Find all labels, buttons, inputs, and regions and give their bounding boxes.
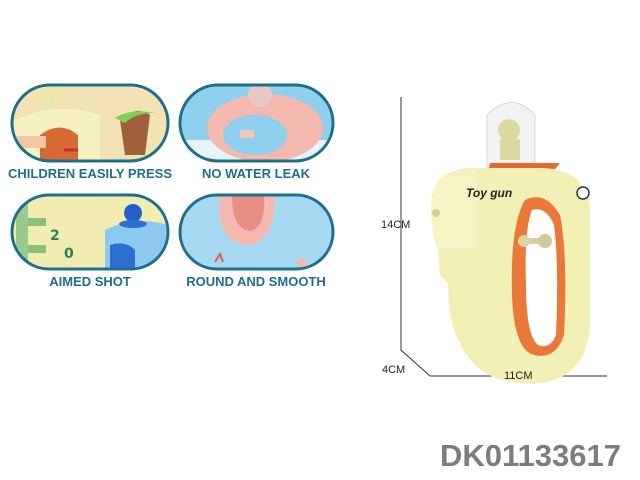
brand-text: Toy gun bbox=[466, 186, 513, 200]
height-label: 14CM bbox=[381, 219, 411, 231]
svg-text:0: 0 bbox=[64, 246, 74, 262]
feature-image-leak bbox=[178, 83, 335, 163]
product-code: DK01133617 bbox=[440, 438, 621, 473]
feature-caption-press: CHILDREN EASILY PRESS bbox=[8, 166, 172, 181]
feature-image-aim: 2 0 bbox=[10, 193, 170, 271]
depth-label: 4CM bbox=[382, 364, 406, 376]
feature-caption-round: ROUND AND SMOOTH bbox=[186, 274, 326, 289]
feature-image-round bbox=[178, 193, 335, 271]
toy-gun-product bbox=[431, 102, 590, 384]
feature-caption-aim: AIMED SHOT bbox=[49, 274, 131, 289]
feature-image-press bbox=[10, 83, 170, 163]
svg-text:2: 2 bbox=[50, 228, 60, 244]
width-label: 11CM bbox=[504, 370, 533, 382]
feature-caption-leak: NO WATER LEAK bbox=[201, 166, 311, 181]
